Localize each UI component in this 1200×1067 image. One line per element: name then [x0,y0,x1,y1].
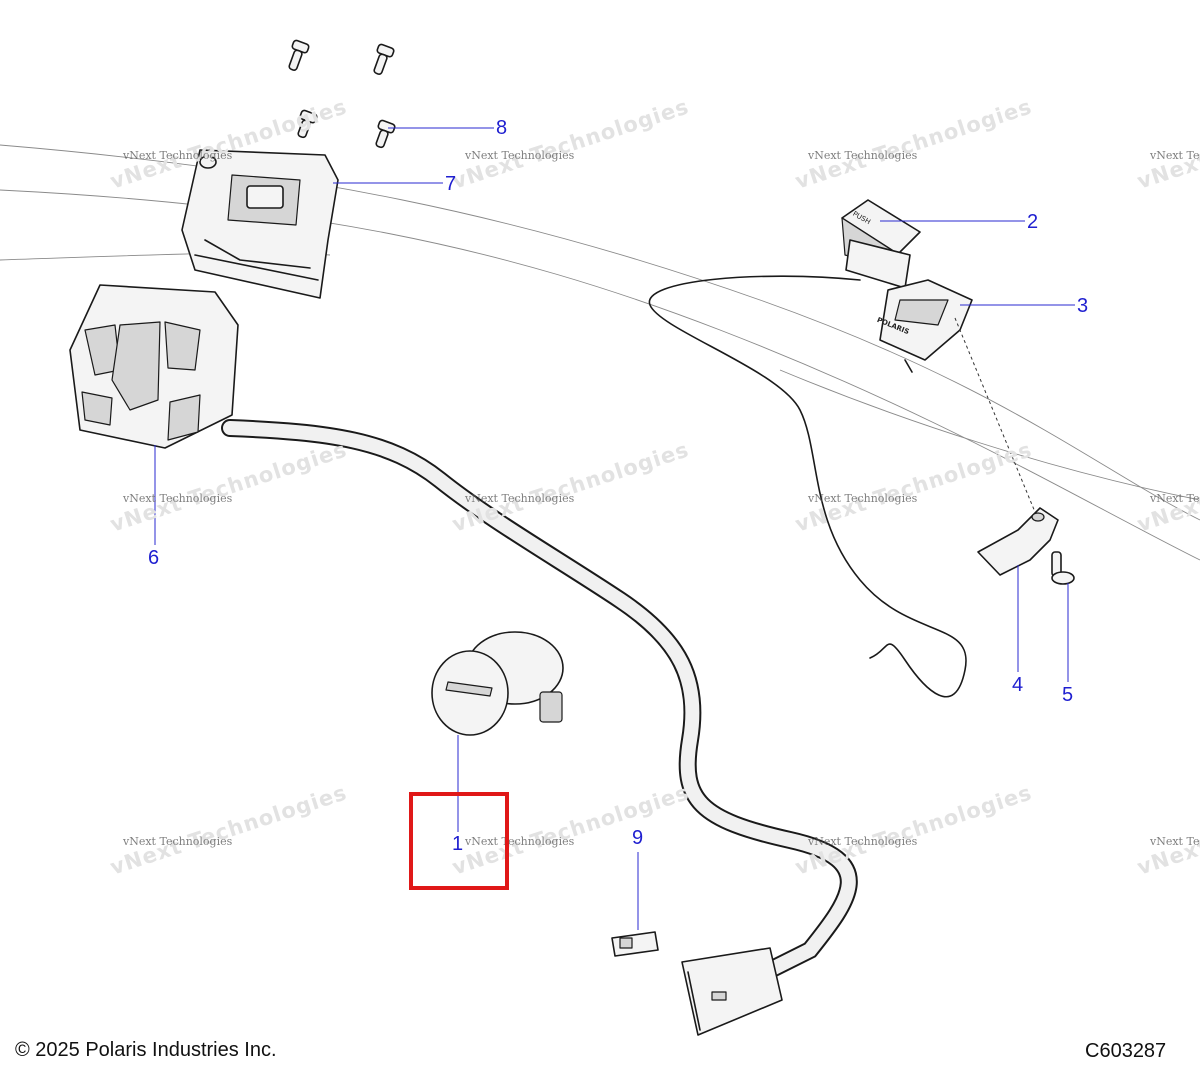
mounting-clamp [977,507,1059,576]
callout-3[interactable]: 3 [1077,295,1089,317]
ignition-switch [431,631,564,736]
callout-6[interactable]: 6 [148,547,160,569]
highlight-box [409,792,509,890]
callout-4[interactable]: 4 [1012,674,1024,696]
switch-housing-cover [181,149,339,299]
leader-lines [154,127,1075,930]
figure-id: C603287 [1085,1040,1167,1062]
screw-set [288,39,396,149]
copyright-text: © 2025 Polaris Industries Inc. [15,1039,277,1061]
callout-9[interactable]: 9 [632,827,644,849]
wire-harness [221,419,858,1036]
clamp-bolt [1051,551,1075,585]
switch-housing [69,284,239,449]
wire-clip [611,931,659,957]
callout-7[interactable]: 7 [445,173,457,195]
callout-8[interactable]: 8 [496,117,508,139]
start-button [841,199,921,289]
callout-2[interactable]: 2 [1027,211,1039,233]
callout-1[interactable]: 1 [452,833,464,855]
callout-5[interactable]: 5 [1062,684,1074,706]
switch-wire [648,275,967,698]
